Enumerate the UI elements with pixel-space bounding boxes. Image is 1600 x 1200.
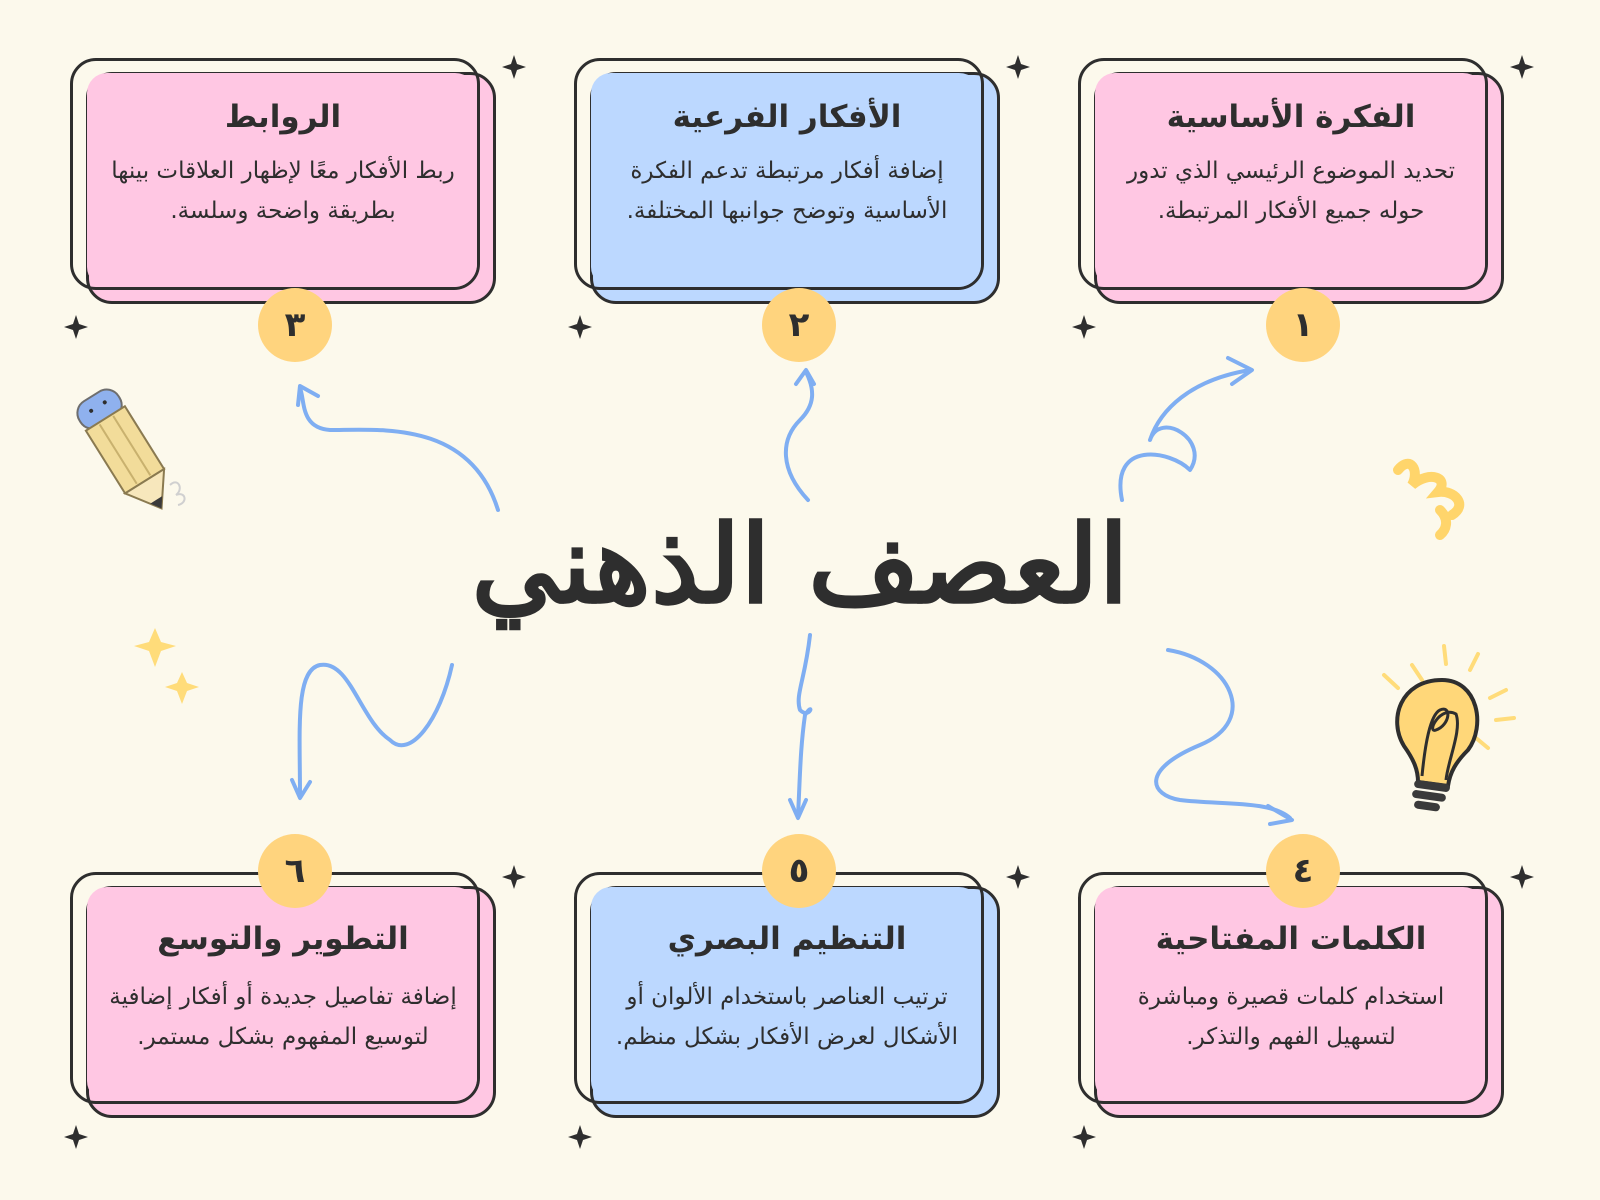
main-title: العصف الذهني [471,502,1129,628]
pencil-icon [76,388,186,510]
card-main-idea: الفكرة الأساسية تحديد الموضوع الرئيسي ال… [1078,58,1508,308]
step-number-badge: ٥ [762,834,836,908]
card-development: التطوير والتوسع إضافة تفاصيل جديدة أو أف… [70,872,500,1122]
card-title: التطوير والتوسع [157,921,409,957]
card-title: الروابط [224,99,342,135]
arrow-to-card-4 [1154,648,1292,820]
card-sub-ideas: الأفكار الفرعية إضافة أفكار مرتبطة تدعم … [574,58,1004,308]
card-connections: الروابط ربط الأفكار معًا لإظهار العلاقات… [70,58,500,308]
card-title: الأفكار الفرعية [672,99,902,135]
arrow-to-card-6 [297,662,454,797]
squiggle-icon [1393,458,1465,540]
card-description: تحديد الموضوع الرئيسي الذي تدور حوله جمي… [1126,158,1456,224]
card-description: ربط الأفكار معًا لإظهار العلاقات بينها ب… [111,158,455,224]
card-description: إضافة أفكار مرتبطة تدعم الفكرة الأساسية … [626,158,948,224]
arrow-to-card-1 [1118,368,1252,502]
arrow-to-card-2 [784,370,815,502]
step-number-badge: ٤ [1266,834,1340,908]
arrow-to-card-5 [796,633,813,817]
step-number-badge: ٣ [258,288,332,362]
step-number-badge: ٢ [762,288,836,362]
card-visual-organization: التنظيم البصري ترتيب العناصر باستخدام ال… [574,872,1004,1122]
step-number-badge: ١ [1266,288,1340,362]
card-description: استخدام كلمات قصيرة ومباشرة لتسهيل الفهم… [1137,984,1445,1050]
card-title: الفكرة الأساسية [1166,99,1416,135]
card-keywords: الكلمات المفتاحية استخدام كلمات قصيرة وم… [1078,872,1508,1122]
card-description: إضافة تفاصيل جديدة أو أفكار إضافية لتوسي… [109,984,457,1050]
card-title: التنظيم البصري [667,921,907,957]
step-number-badge: ٦ [258,834,332,908]
card-description: ترتيب العناصر باستخدام الألوان أو الأشكا… [615,984,959,1050]
lightbulb-icon [1382,644,1516,812]
yellow-star-icons [134,628,199,704]
card-title: الكلمات المفتاحية [1155,921,1427,957]
